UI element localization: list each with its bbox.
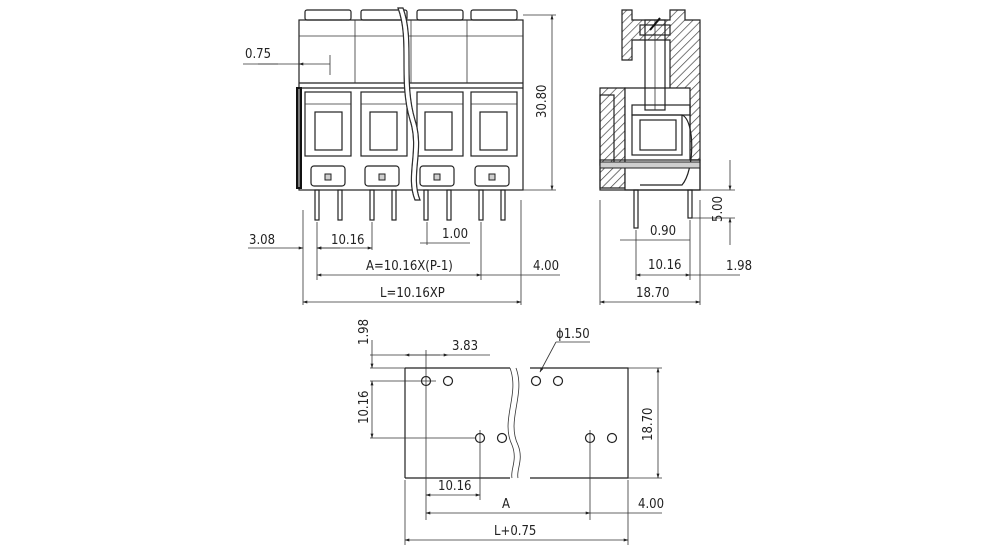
pin-sockets [310, 165, 510, 187]
dim-edge-left: 3.08 [249, 233, 275, 248]
dim-top-offset: 1.98 [357, 319, 372, 345]
dim-hole-dia: ϕ1.50 [556, 327, 590, 342]
dim-edge-footprint: 4.00 [638, 497, 664, 512]
pins [314, 189, 506, 221]
dim-depth: 18.70 [636, 286, 669, 301]
side-view: 5.00 0.90 10.16 1.98 18.70 [599, 9, 752, 305]
dim-A: A=10.16X(P-1) [366, 259, 453, 274]
dim-pitch-footprint: 10.16 [438, 479, 471, 494]
pcb-footprint: 1.98 3.83 ϕ1.50 10.16 18.70 10.16 A 4.00… [357, 319, 664, 545]
dim-row-spacing: 10.16 [357, 391, 372, 424]
dim-depth-footprint: 18.70 [641, 408, 656, 441]
dim-height: 30.80 [535, 85, 550, 118]
dim-pin-offset: 0.75 [245, 47, 271, 62]
dim-pin-width: 0.90 [650, 224, 676, 239]
dim-pin-edge: 1.98 [726, 259, 752, 274]
dim-edge-right: 4.00 [533, 259, 559, 274]
dim-A-footprint: A [502, 497, 510, 512]
dim-L-footprint: L+0.75 [494, 524, 536, 539]
dim-hole-offset: 3.83 [452, 339, 478, 354]
dim-pin-dia: 1.00 [442, 227, 468, 242]
dim-L: L=10.16XP [380, 286, 445, 301]
front-view: 0.75 30.80 3.08 10.16 1.00 A=10.16X(P-1)… [243, 7, 560, 305]
wire-entries [304, 91, 518, 157]
dim-pin-length: 5.00 [711, 196, 726, 222]
dim-pitch: 10.16 [331, 233, 364, 248]
screw-caps [299, 9, 523, 83]
dim-pin-spacing: 10.16 [648, 258, 681, 273]
